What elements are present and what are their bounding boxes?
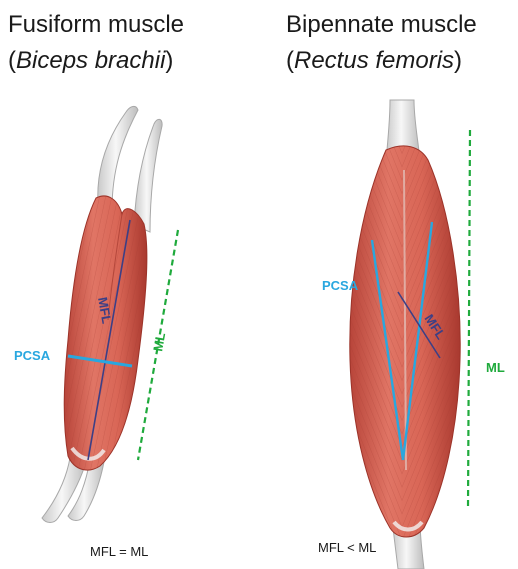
- bipennate-relation: MFL < ML: [318, 540, 376, 555]
- ml-label-right: ML: [486, 360, 505, 375]
- ml-label-left: ML: [150, 331, 168, 352]
- fusiform-relation: MFL = ML: [90, 544, 148, 559]
- pcsa-label-left: PCSA: [14, 348, 51, 363]
- pcsa-label-right: PCSA: [322, 278, 359, 293]
- ml-line-right: [468, 130, 470, 508]
